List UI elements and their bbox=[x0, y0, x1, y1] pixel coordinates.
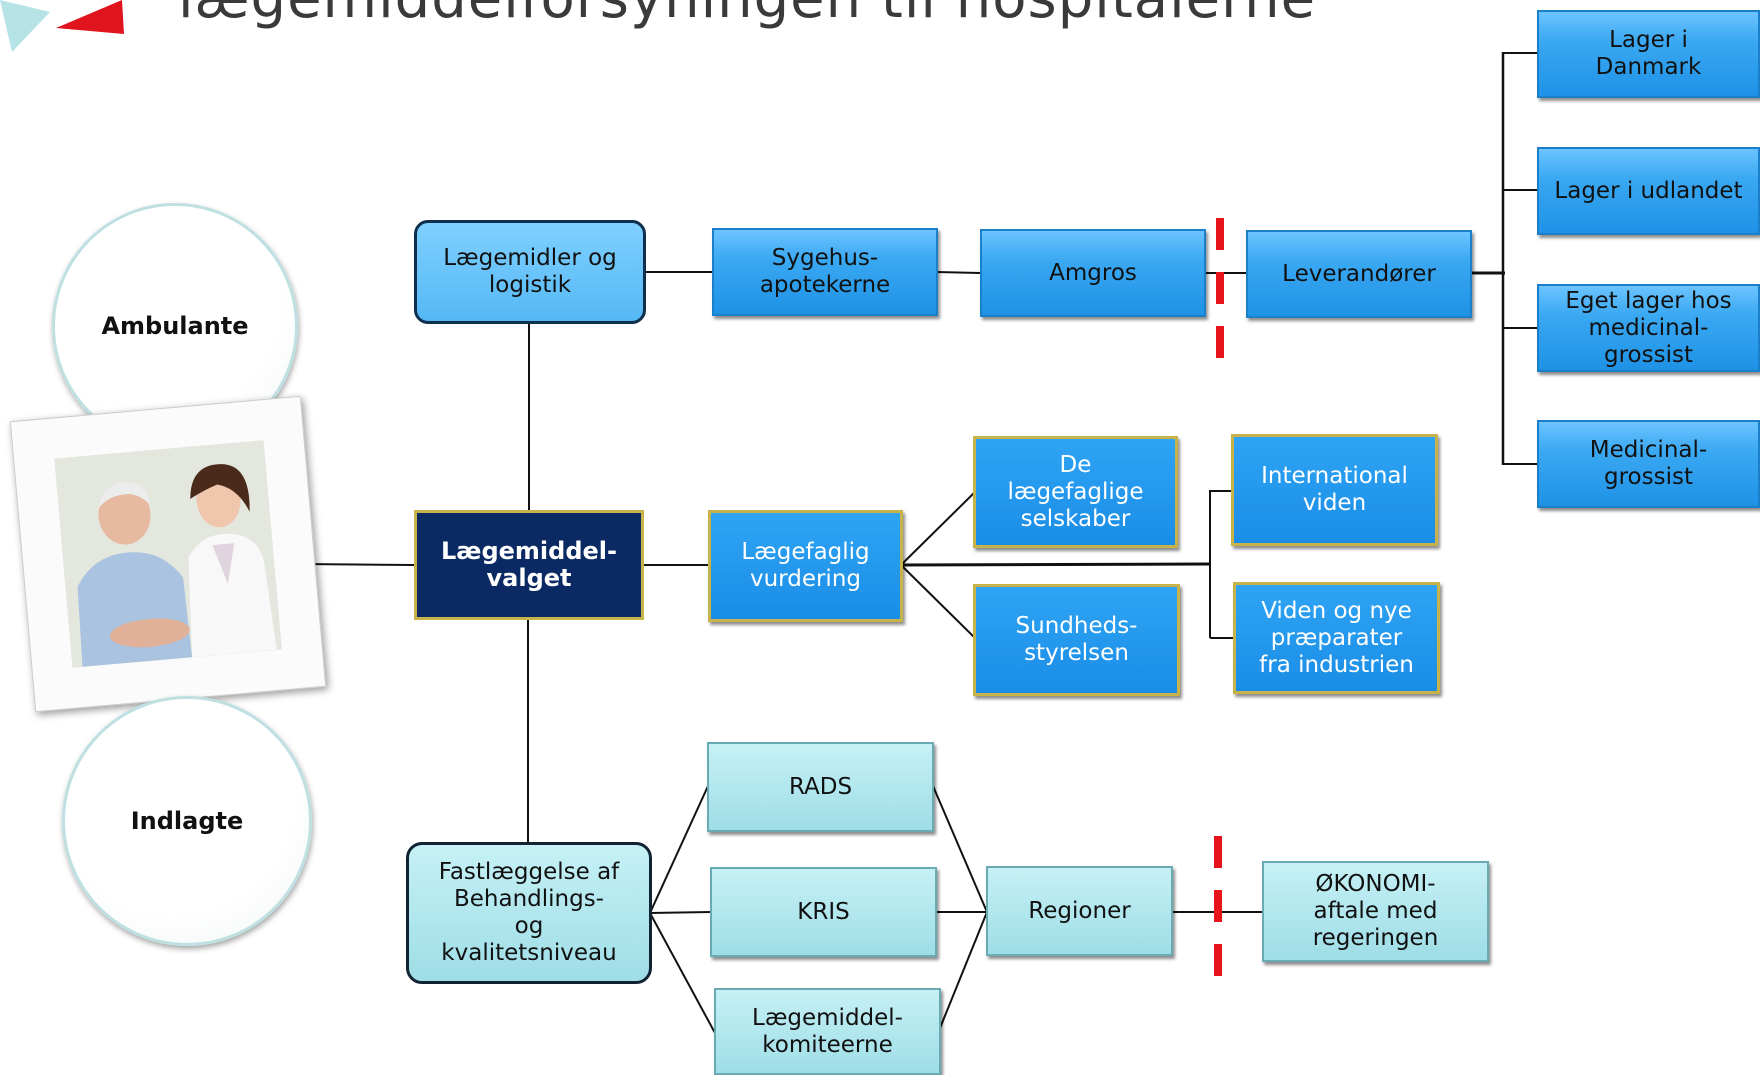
node-international-viden: International viden bbox=[1231, 434, 1438, 546]
node-fastlaeggelse: Fastlæggelse af Behandlings- og kvalitet… bbox=[406, 842, 652, 984]
photo-frame bbox=[9, 395, 327, 713]
node-amgros: Amgros bbox=[980, 229, 1206, 317]
logo-icon bbox=[0, 0, 124, 52]
node-regioner: Regioner bbox=[986, 866, 1173, 956]
arrow-to-photo bbox=[300, 564, 415, 565]
node-leverandorer: Leverandører bbox=[1246, 230, 1472, 318]
page-title: lægemiddelforsyningen til hospitalerne bbox=[178, 0, 1316, 31]
node-laegefaglige-selskaber: De lægefaglige selskaber bbox=[973, 436, 1178, 548]
node-laegemiddelkomiteerne: Lægemiddel- komiteerne bbox=[714, 988, 941, 1075]
node-laegefaglig-vurdering: Lægefaglig vurdering bbox=[708, 510, 903, 622]
node-medicinalgrossist: Medicinal- grossist bbox=[1537, 420, 1760, 508]
line-sygehus-amgros bbox=[935, 271, 981, 274]
indlagte-label: Indlagte bbox=[130, 807, 244, 835]
node-kris: KRIS bbox=[710, 867, 937, 957]
node-lager-udlandet: Lager i udlandet bbox=[1537, 147, 1760, 235]
node-sygehusapotekerne: Sygehus- apotekerne bbox=[712, 228, 938, 316]
node-lager-danmark: Lager i Danmark bbox=[1537, 10, 1760, 98]
node-eget-lager: Eget lager hos medicinal- grossist bbox=[1537, 284, 1760, 372]
doctor-patient-photo bbox=[54, 440, 282, 668]
node-okonomiaftale: ØKONOMI- aftale med regeringen bbox=[1262, 861, 1489, 962]
node-viden-industrien: Viden og nye præparater fra industrien bbox=[1233, 582, 1440, 694]
node-laegemiddelvalget: Lægemiddel- valget bbox=[414, 510, 644, 620]
node-sundhedsstyrelsen: Sundheds- styrelsen bbox=[973, 584, 1180, 696]
indlagte-circle: Indlagte bbox=[62, 696, 312, 946]
node-rads: RADS bbox=[707, 742, 934, 832]
ambulante-label: Ambulante bbox=[101, 312, 249, 340]
node-laegemidler-logistik: Lægemidler og logistik bbox=[414, 220, 646, 324]
